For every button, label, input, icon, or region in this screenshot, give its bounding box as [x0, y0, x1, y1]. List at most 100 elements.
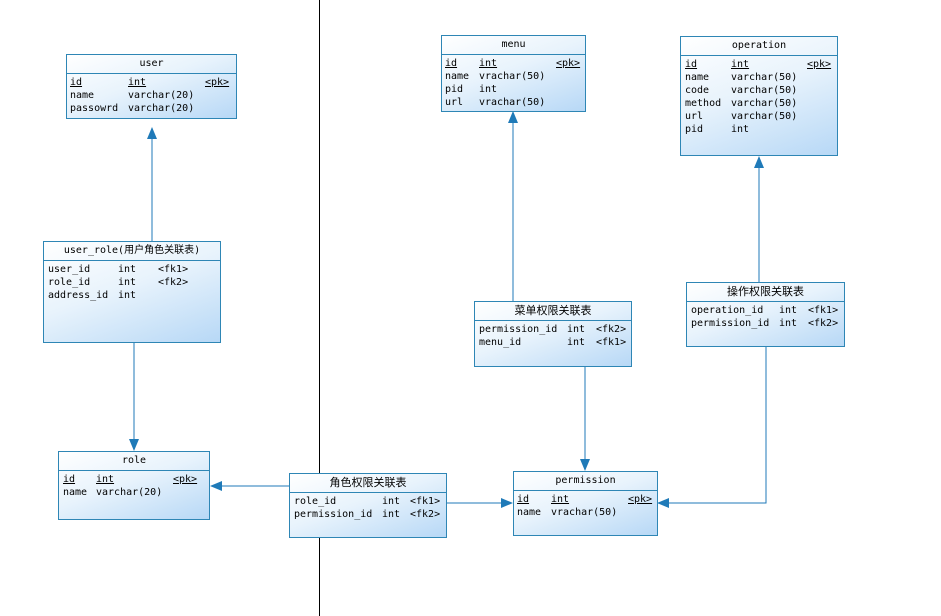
entity-title: user: [67, 55, 236, 74]
attribute-row: role_id int <fk2>: [48, 276, 216, 289]
attribute-type: varchar(50): [731, 72, 798, 83]
attribute-row: operation_id int <fk1>: [691, 304, 840, 317]
attribute-type: int: [551, 494, 570, 505]
attribute-type: varchar(20): [96, 487, 163, 498]
attribute-name: role_id: [48, 277, 91, 288]
attribute-name: pid: [685, 124, 704, 135]
attribute-row: role_id int <fk1>: [294, 495, 442, 508]
attribute-name: menu_id: [479, 337, 522, 348]
attribute-type: vrachar(50): [479, 71, 546, 82]
attribute-name: id: [517, 494, 530, 505]
attribute-key: <fk1>: [596, 337, 627, 348]
attribute-type: int: [779, 318, 798, 329]
attribute-key: <pk>: [173, 474, 198, 485]
attribute-row: name vrachar(50): [517, 506, 653, 519]
attribute-name: permission_id: [479, 324, 558, 335]
attribute-type: int: [731, 59, 750, 70]
attribute-type: int: [118, 277, 137, 288]
attribute-name: operation_id: [691, 305, 764, 316]
attribute-type: int: [118, 264, 137, 275]
attribute-type: int: [96, 474, 115, 485]
attribute-type: varchar(50): [731, 111, 798, 122]
section-divider: [319, 0, 320, 616]
attribute-type: int: [382, 496, 401, 507]
attribute-row: code varchar(50): [685, 84, 833, 97]
attribute-key: <fk2>: [596, 324, 627, 335]
entity-title: operation: [681, 37, 837, 56]
attribute-key: <fk2>: [410, 509, 441, 520]
attribute-row: name vrachar(50): [445, 70, 581, 83]
attribute-name: name: [685, 72, 710, 83]
attribute-key: <fk1>: [410, 496, 441, 507]
attribute-name: role_id: [294, 496, 337, 507]
attribute-key: <fk1>: [158, 264, 189, 275]
attribute-type: int: [479, 84, 498, 95]
attribute-row: menu_id int <fk1>: [479, 336, 627, 349]
entity-title: 操作权限关联表: [687, 283, 844, 302]
entity-title: user_role(用户角色关联表): [44, 242, 220, 261]
attribute-row: name varchar(50): [685, 71, 833, 84]
attribute-name: id: [685, 59, 698, 70]
attribute-name: name: [445, 71, 470, 82]
attribute-type: varchar(20): [128, 90, 195, 101]
attribute-row: passowrd varchar(20): [70, 102, 232, 115]
attribute-type: vrachar(50): [551, 507, 618, 518]
attribute-key: <fk2>: [808, 318, 839, 329]
attribute-type: int: [382, 509, 401, 520]
attribute-row: id int <pk>: [685, 58, 833, 71]
attribute-name: user_id: [48, 264, 91, 275]
attribute-row: permission_id int <fk2>: [294, 508, 442, 521]
entity-operation[interactable]: operation id int <pk> name varchar(50) code va…: [680, 36, 838, 156]
entity-title: 角色权限关联表: [290, 474, 446, 493]
attribute-key: <pk>: [556, 58, 581, 69]
attribute-name: permission_id: [691, 318, 770, 329]
attribute-type: int: [731, 124, 750, 135]
attribute-type: int: [128, 77, 147, 88]
attribute-name: url: [685, 111, 704, 122]
attribute-name: code: [685, 85, 710, 96]
entity-title: permission: [514, 472, 657, 491]
attribute-key: <pk>: [205, 77, 230, 88]
entity-title: role: [59, 452, 209, 471]
attribute-type: vrachar(50): [479, 97, 546, 108]
attribute-name: id: [70, 77, 83, 88]
attribute-type: varchar(20): [128, 103, 195, 114]
link-op-perm-to-permission: [657, 347, 767, 508]
attribute-row: name varchar(20): [70, 89, 232, 102]
attribute-type: int: [479, 58, 498, 69]
attribute-row: user_id int <fk1>: [48, 263, 216, 276]
attribute-type: varchar(50): [731, 85, 798, 96]
attribute-name: passowrd: [70, 103, 119, 114]
entity-title: menu: [442, 36, 585, 55]
attribute-key: <pk>: [807, 59, 832, 70]
attribute-name: address_id: [48, 290, 109, 301]
attribute-name: permission_id: [294, 509, 373, 520]
attribute-row: permission_id int <fk2>: [691, 317, 840, 330]
attribute-row: url varchar(50): [685, 110, 833, 123]
attribute-type: int: [779, 305, 798, 316]
attribute-type: varchar(50): [731, 98, 798, 109]
attribute-key: <fk2>: [158, 277, 189, 288]
entity-user[interactable]: user id int <pk> name varchar(20) passowrd var…: [66, 54, 237, 119]
attribute-key: <fk1>: [808, 305, 839, 316]
attribute-name: name: [517, 507, 542, 518]
attribute-name: name: [70, 90, 95, 101]
attribute-row: pid int: [685, 123, 833, 136]
attribute-type: int: [567, 337, 586, 348]
